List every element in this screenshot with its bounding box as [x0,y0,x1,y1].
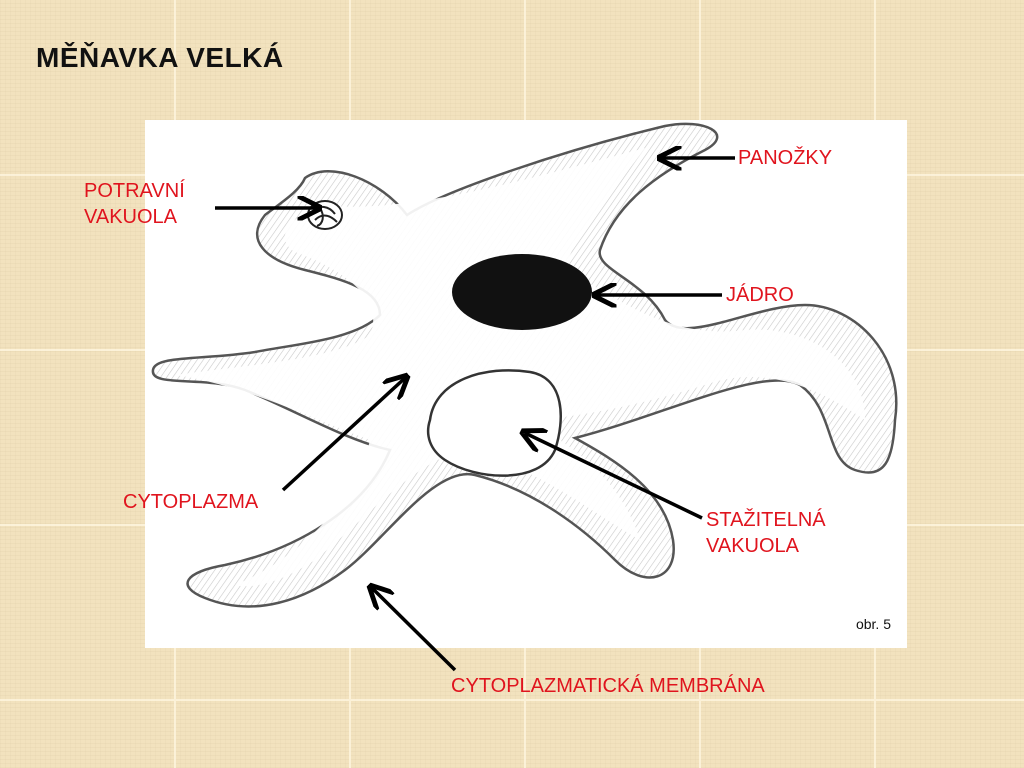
slide-title: MĚŇAVKA VELKÁ [36,42,284,73]
label-panozky: PANOŽKY [738,147,833,169]
cytoplasm-region [175,148,865,587]
nucleus [452,254,592,330]
label-membrana: CYTOPLAZMATICKÁ MEMBRÁNA [451,675,765,697]
arrow-cytoplazma [281,378,405,492]
figure-caption: obr. 5 [855,616,891,632]
label-potravni-line1: POTRAVNÍ [84,180,185,202]
label-stazitelna-line1: STAŽITELNÁ [706,509,826,531]
label-stazitelna-vakuola: STAŽITELNÁ VAKUOLA [706,507,826,559]
label-potravni-line2: VAKUOLA [84,206,177,228]
label-jadro: JÁDRO [726,284,794,306]
label-potravni-vakuola: POTRAVNÍ VAKUOLA [84,178,185,230]
label-cytoplazma: CYTOPLAZMA [123,491,259,513]
label-stazitelna-line2: VAKUOLA [706,535,799,557]
arrow-stazitelna-vakuola [525,433,703,520]
arrow-membrana [372,588,457,672]
